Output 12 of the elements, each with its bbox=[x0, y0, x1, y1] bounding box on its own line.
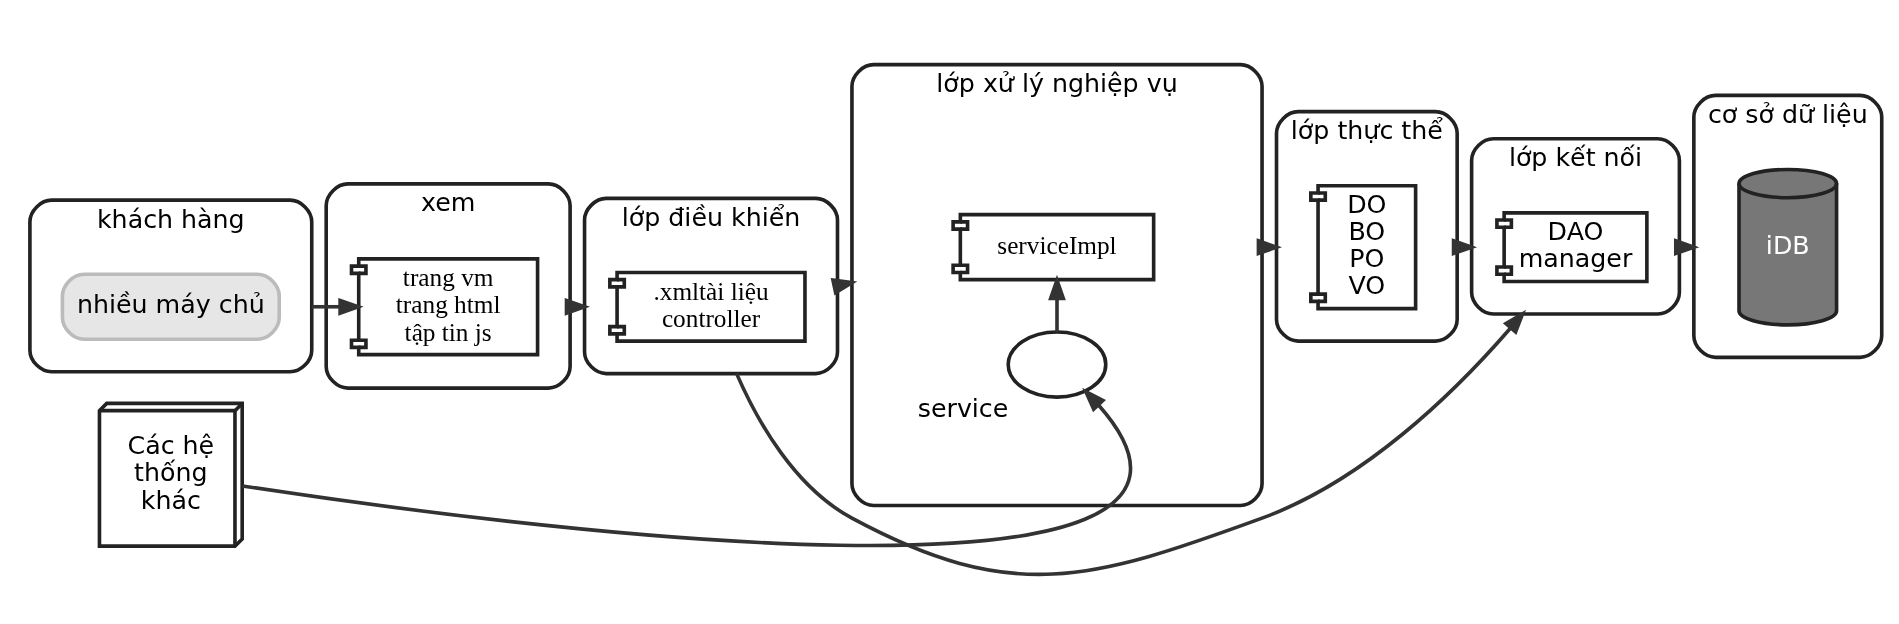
arrow bbox=[242, 387, 1130, 547]
node-label: service bbox=[917, 393, 1009, 423]
arrow bbox=[1048, 274, 1066, 332]
arrow bbox=[830, 277, 858, 295]
arrow bbox=[734, 309, 1527, 576]
arrow bbox=[1451, 237, 1478, 256]
node-box: nhiều máy chủ bbox=[60, 271, 282, 341]
node-ellipse bbox=[1006, 329, 1108, 399]
arrow bbox=[311, 297, 364, 316]
arrow bbox=[1673, 237, 1700, 256]
arrow bbox=[1256, 237, 1282, 256]
arrow bbox=[564, 297, 590, 316]
